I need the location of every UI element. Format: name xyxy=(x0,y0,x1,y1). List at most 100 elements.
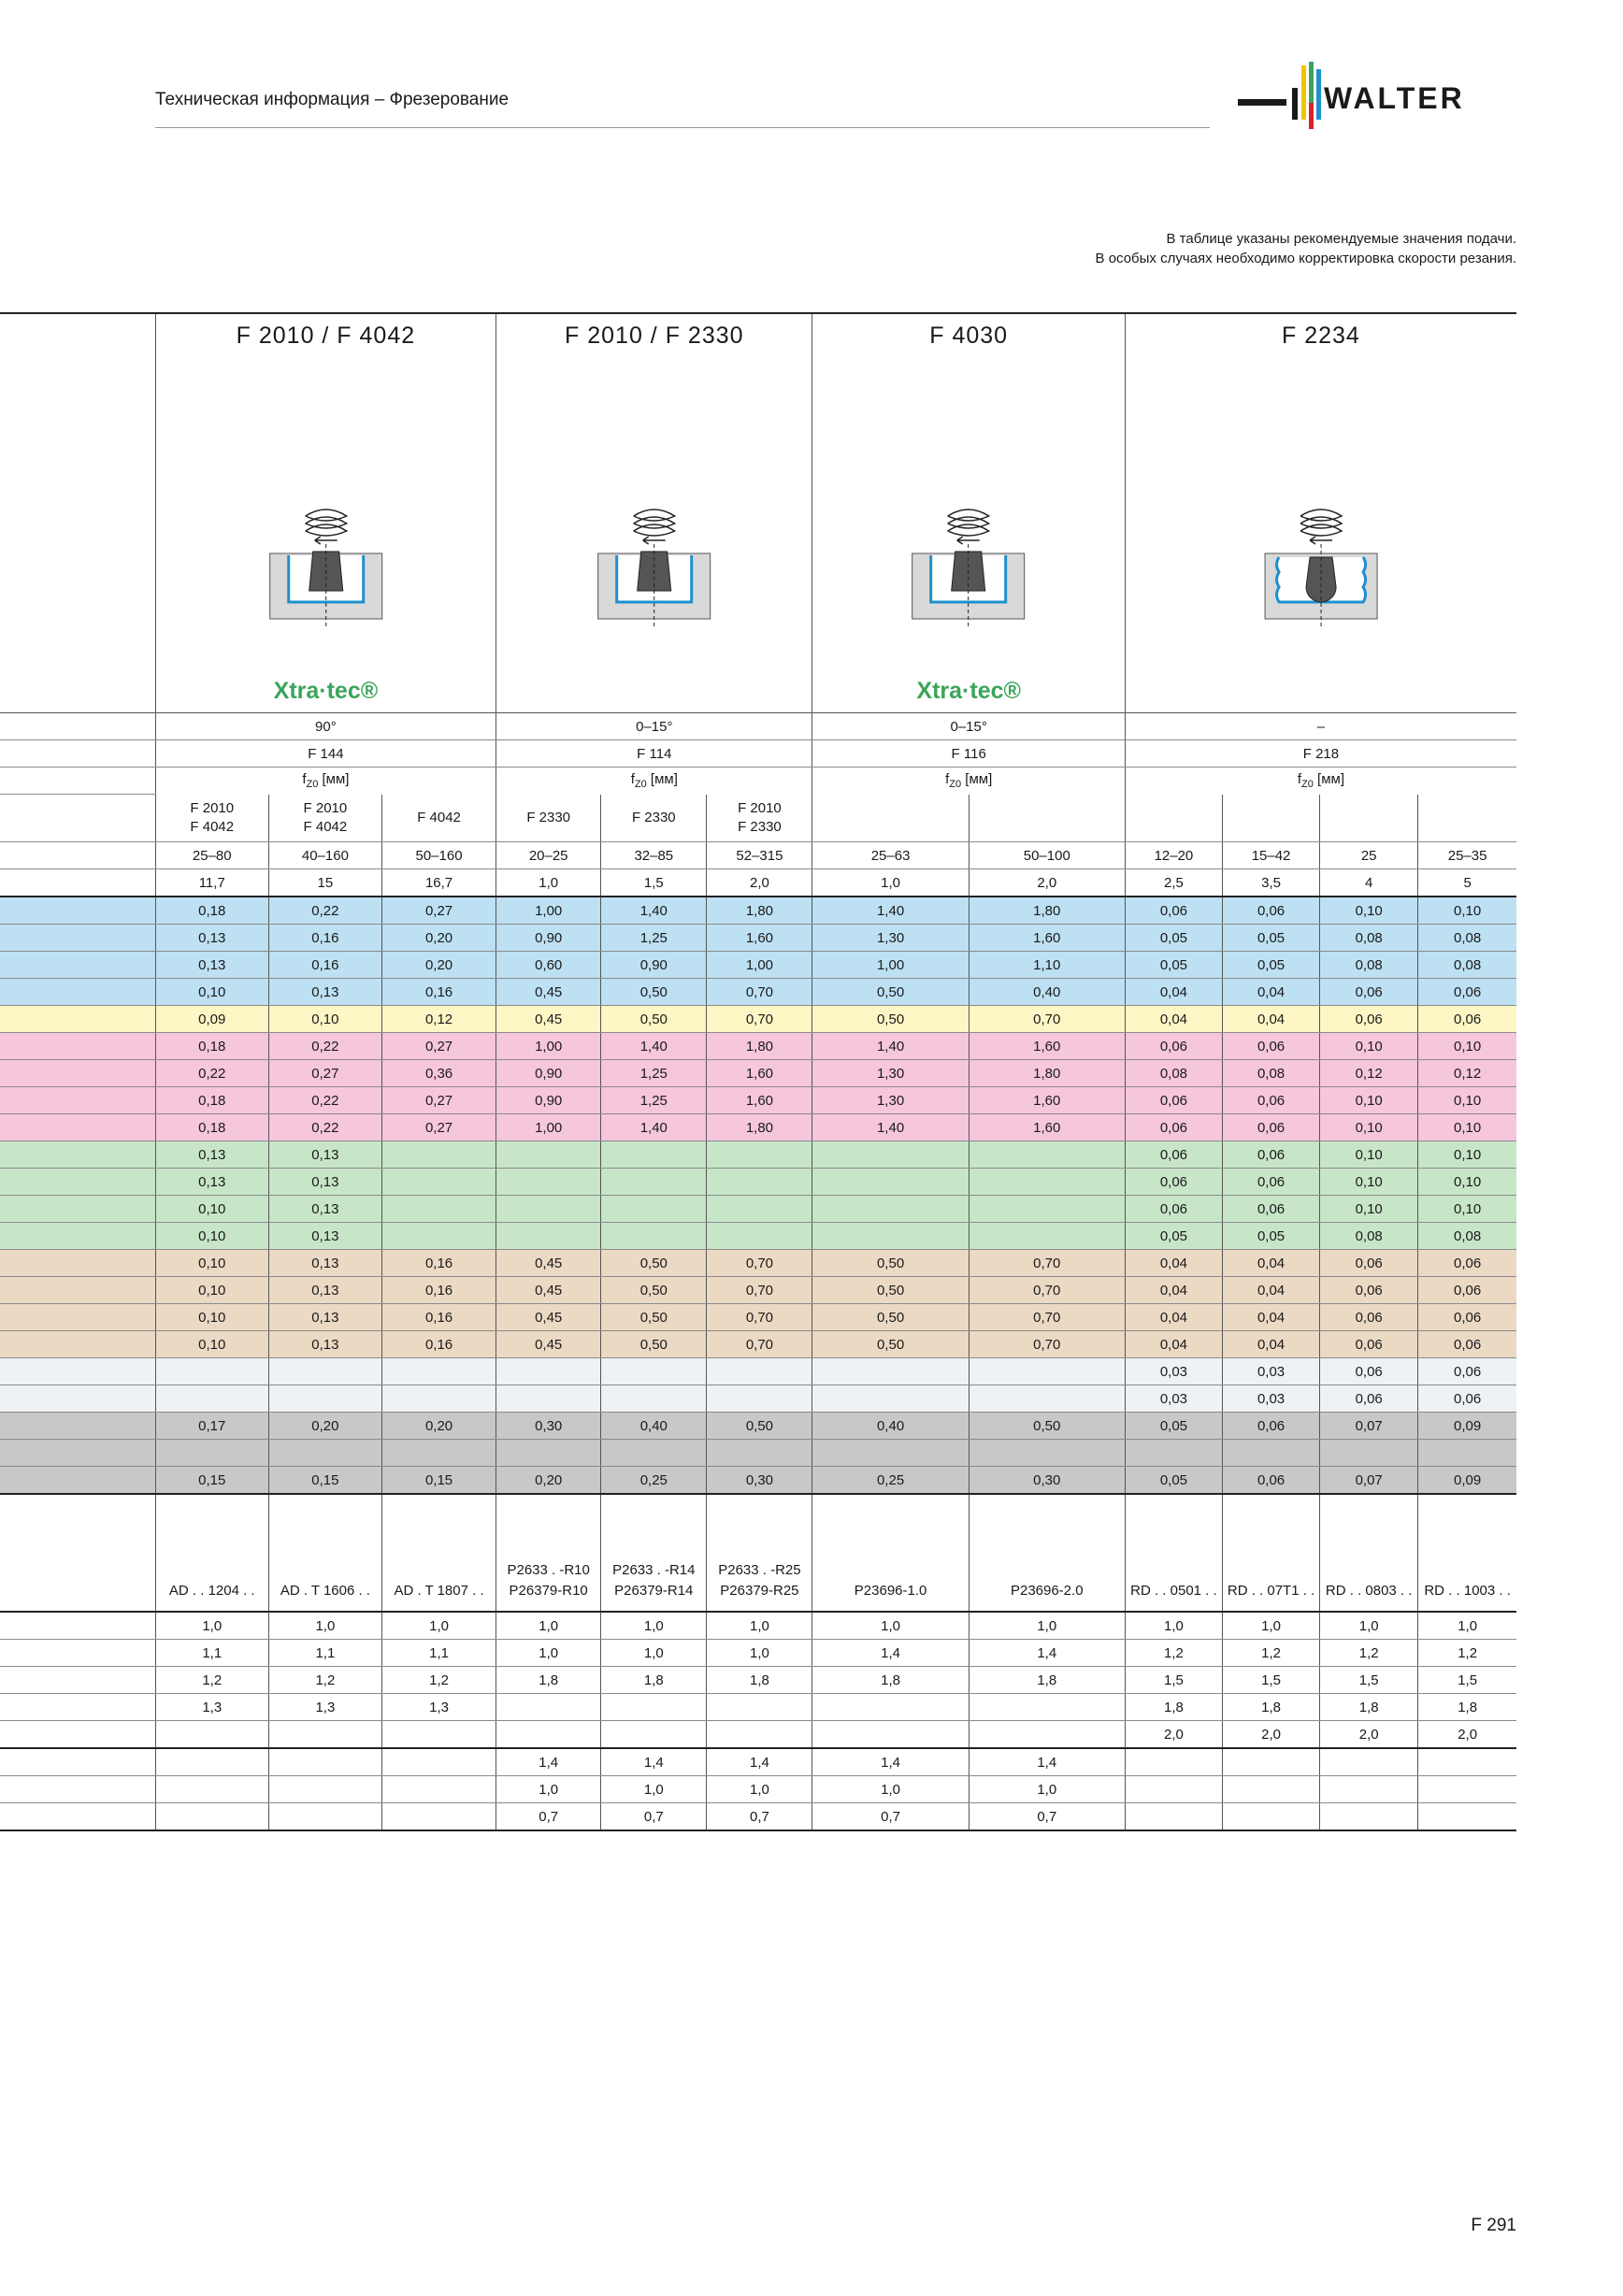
value-cell: 0,45 xyxy=(496,1005,601,1033)
value-cell: 0,90 xyxy=(496,1086,601,1114)
value-cell xyxy=(600,1439,707,1467)
value-cell xyxy=(706,1693,812,1721)
value-cell: 0,09 xyxy=(1417,1466,1516,1495)
value-cell: 1,0 xyxy=(496,868,601,897)
milling-diagram-icon xyxy=(597,509,711,628)
xtratec-brand: Xtra·tec® xyxy=(916,678,1021,704)
value-cell xyxy=(154,1357,269,1385)
value-cell: RD . . 0803 . . xyxy=(1319,1493,1418,1613)
value-cell xyxy=(812,794,969,842)
milling-diagram-icon xyxy=(1264,509,1378,628)
value-cell xyxy=(381,1385,496,1413)
value-cell: 25 xyxy=(1319,841,1418,869)
value-cell: 0,45 xyxy=(496,1330,601,1358)
value-cell: 0,04 xyxy=(1124,1330,1223,1358)
row-label xyxy=(0,1086,156,1114)
value-cell: 0,50 xyxy=(812,1303,969,1331)
value-cell: 1,0 xyxy=(1319,1611,1418,1640)
value-cell xyxy=(600,1385,707,1413)
value-cell: 0,50 xyxy=(812,1330,969,1358)
value-cell: 0,45 xyxy=(496,1303,601,1331)
value-cell xyxy=(267,1775,382,1803)
row-label xyxy=(0,978,156,1006)
value-cell xyxy=(600,1720,707,1749)
row-label xyxy=(0,767,156,795)
value-cell: 0,06 xyxy=(1319,1385,1418,1413)
value-cell: 1,60 xyxy=(706,1059,812,1087)
value-cell: 0,10 xyxy=(154,1303,269,1331)
value-cell: 0,50 xyxy=(600,1005,707,1033)
value-cell: 0,7 xyxy=(968,1802,1126,1831)
value-cell: 1,2 xyxy=(267,1666,382,1694)
value-cell: 0,70 xyxy=(968,1005,1126,1033)
value-cell: 0,10 xyxy=(154,1276,269,1304)
value-cell xyxy=(267,1747,382,1776)
milling-diagram-icon xyxy=(268,509,382,628)
value-cell: 0,06 xyxy=(1221,896,1320,925)
value-cell xyxy=(600,1222,707,1250)
value-cell: 1,25 xyxy=(600,1086,707,1114)
row-label xyxy=(0,1666,156,1694)
value-cell: 0,50 xyxy=(600,978,707,1006)
value-cell xyxy=(1417,1802,1516,1831)
value-cell: 1,60 xyxy=(968,1086,1126,1114)
value-cell xyxy=(1319,1775,1418,1803)
value-cell xyxy=(496,1141,601,1169)
value-cell: 12–20 xyxy=(1124,841,1223,869)
value-cell: 0,7 xyxy=(706,1802,812,1831)
value-cell: 1,8 xyxy=(600,1666,707,1694)
value-cell xyxy=(1319,794,1418,842)
value-cell: 0,06 xyxy=(1319,1249,1418,1277)
row-label xyxy=(0,1303,156,1331)
value-cell: 0,04 xyxy=(1124,1249,1223,1277)
value-cell: 0,06 xyxy=(1221,1412,1320,1440)
value-cell: 1,80 xyxy=(706,896,812,925)
group-title: F 2010 / F 4042 xyxy=(154,312,496,357)
fz-subscript: Z0 xyxy=(1301,779,1314,791)
fz-unit: [мм] xyxy=(961,771,993,788)
value-cell: 1,00 xyxy=(496,1032,601,1060)
value-cell: 1,40 xyxy=(600,1113,707,1141)
value-cell xyxy=(600,1141,707,1169)
value-cell: 0,16 xyxy=(267,951,382,979)
row-label xyxy=(0,712,156,740)
value-cell: 1,40 xyxy=(812,896,969,925)
value-cell: 0,22 xyxy=(267,1113,382,1141)
value-cell: 0,18 xyxy=(154,896,269,925)
value-cell: 0,13 xyxy=(267,1222,382,1250)
value-cell: 1,10 xyxy=(968,951,1126,979)
value-cell: P23696-1.0 xyxy=(812,1493,969,1613)
value-cell: 0,7 xyxy=(600,1802,707,1831)
value-cell xyxy=(812,1720,969,1749)
row-label xyxy=(0,1195,156,1223)
value-cell: 1,0 xyxy=(968,1611,1126,1640)
value-cell: 0,08 xyxy=(1417,951,1516,979)
note-line-1: В таблице указаны рекомендуемые значения… xyxy=(1166,231,1517,247)
value-cell: 0,16 xyxy=(381,1303,496,1331)
value-cell: 0,08 xyxy=(1319,951,1418,979)
value-cell xyxy=(154,1439,269,1467)
value-cell: 0,18 xyxy=(154,1086,269,1114)
value-cell: 0,06 xyxy=(1417,1005,1516,1033)
value-cell: 1,8 xyxy=(1124,1693,1223,1721)
value-cell: 1,0 xyxy=(267,1611,382,1640)
value-cell: 0,06 xyxy=(1417,1385,1516,1413)
milling-diagram-icon xyxy=(912,509,1026,628)
value-cell xyxy=(600,1693,707,1721)
value-cell xyxy=(812,1357,969,1385)
value-cell: 0,06 xyxy=(1221,1195,1320,1223)
value-cell xyxy=(381,1802,496,1831)
value-cell: 1,4 xyxy=(706,1747,812,1776)
row-label xyxy=(0,1802,156,1831)
row-label xyxy=(0,1113,156,1141)
insert-type-row: AD . . 1204 . .AD . T 1606 . .AD . T 180… xyxy=(0,1493,1516,1613)
row-label xyxy=(0,1249,156,1277)
value-cell: 0,70 xyxy=(706,1330,812,1358)
value-cell xyxy=(812,1222,969,1250)
value-cell xyxy=(968,794,1126,842)
